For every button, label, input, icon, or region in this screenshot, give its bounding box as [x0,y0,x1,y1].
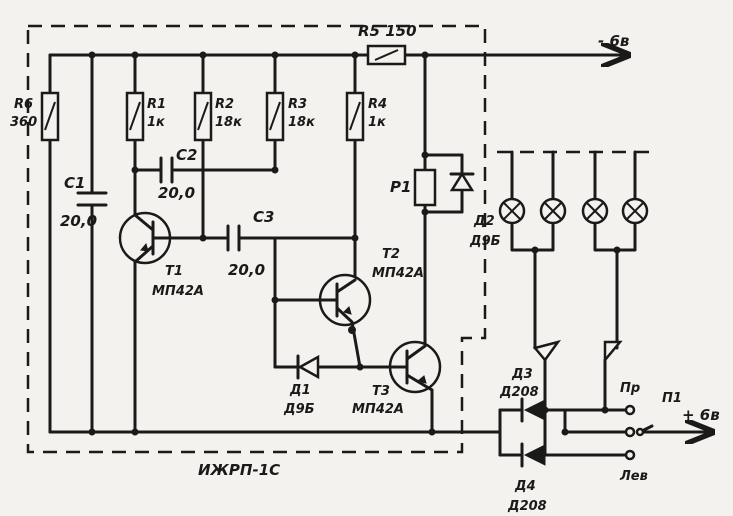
lamp-1 [498,197,526,225]
label-r6-value: 360 [10,115,37,130]
transistor-t2 [318,273,372,334]
label-d4-type: Д208 [507,499,547,514]
transistor-t3 [388,340,442,394]
capacitor-c2 [159,156,174,184]
label-d2-name: Д2 [473,214,495,229]
label-left: Лев [619,469,648,484]
label-t2-type: МП42А [372,266,424,281]
resistor-r6 [40,91,60,142]
capacitor-c1 [76,191,108,207]
label-r6-name: R6 [14,97,33,112]
resistor-r5 [366,44,407,66]
label-t3-type: МП42А [352,402,404,417]
label-d2-type: Д9Б [469,234,501,249]
resistor-r2 [193,91,213,142]
labels: R5 150 - 6в R6 360 R1 1к R2 18к R3 18к R… [10,22,720,514]
module-boundary [26,24,650,454]
label-module: ИЖРП-1С [198,461,280,479]
label-c3-value: 20,0 [228,261,265,279]
label-c1-name: C1 [64,174,85,192]
lamp-4 [621,197,649,225]
label-r3-name: R3 [288,97,307,112]
diode-d3 [520,397,546,423]
indicator-flag-right [603,340,623,364]
diode-d2 [449,171,475,192]
label-t3-name: T3 [372,384,390,399]
label-c2-value: 20,0 [158,184,195,202]
label-right: Пр [620,381,640,396]
label-r4-value: 1к [368,115,387,130]
wiring [48,55,712,457]
resistor-r1 [125,91,145,142]
relay-p1 [413,168,437,207]
label-t1-type: МП42А [152,284,204,299]
lamp-3 [581,197,609,225]
indicator-flag-left [532,339,562,363]
label-d1-name: Д1 [289,383,311,398]
lamp-2 [539,197,567,225]
label-d4-name: Д4 [514,479,536,494]
resistor-r4 [345,91,365,142]
resistor-r3 [265,91,285,142]
label-supply-minus: - 6в [598,32,629,50]
label-d1-type: Д9Б [283,402,315,417]
label-r1-name: R1 [147,97,166,112]
label-t1-name: T1 [165,264,183,279]
diode-d1 [296,354,320,380]
label-c2-name: C2 [176,146,197,164]
label-switch: П1 [662,391,682,406]
label-d3-type: Д208 [499,385,539,400]
label-p1: P1 [390,178,411,196]
label-r4-name: R4 [368,97,387,112]
transistor-t1 [118,211,172,265]
label-d3-name: Д3 [511,367,533,382]
diode-d4 [520,442,546,468]
label-c3-name: C3 [253,208,274,226]
label-r5: R5 150 [358,22,417,40]
label-r1-value: 1к [147,115,166,130]
label-supply-plus: + 6в [682,406,720,424]
switch-terminals [624,404,645,461]
label-r3-value: 18к [288,115,316,130]
label-t2-name: T2 [382,247,400,262]
label-r2-value: 18к [215,115,243,130]
label-r2-name: R2 [215,97,234,112]
capacitor-c3 [226,224,241,252]
label-c1-value: 20,0 [60,212,97,230]
